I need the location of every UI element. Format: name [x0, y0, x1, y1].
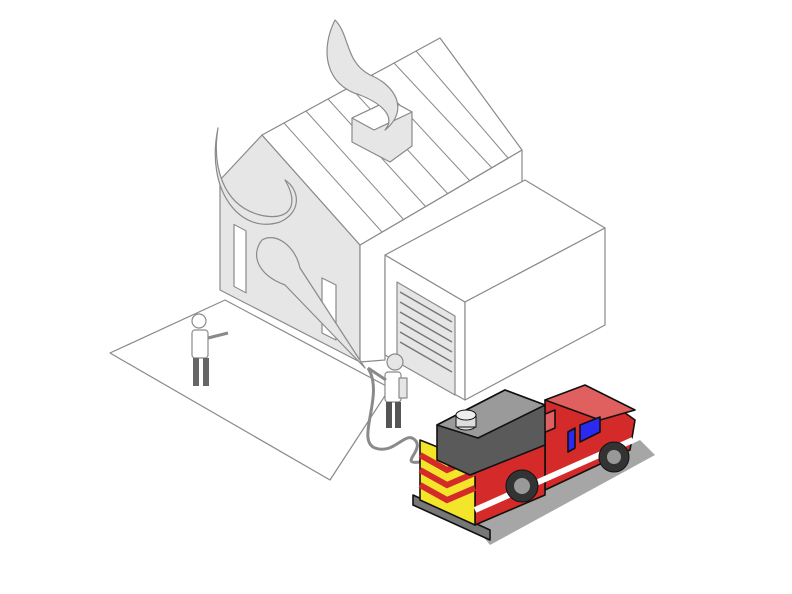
flame-chimney	[326, 19, 399, 131]
garage-door	[396, 281, 456, 396]
firefighter	[367, 353, 408, 428]
garage-door-slats	[399, 291, 453, 373]
house-window	[233, 223, 247, 294]
water-spray	[256, 237, 366, 369]
fire-hose	[366, 367, 441, 464]
fire-truck	[412, 384, 636, 541]
garage-side	[464, 227, 606, 401]
flame-window	[214, 127, 297, 225]
bystander-person	[191, 313, 229, 386]
